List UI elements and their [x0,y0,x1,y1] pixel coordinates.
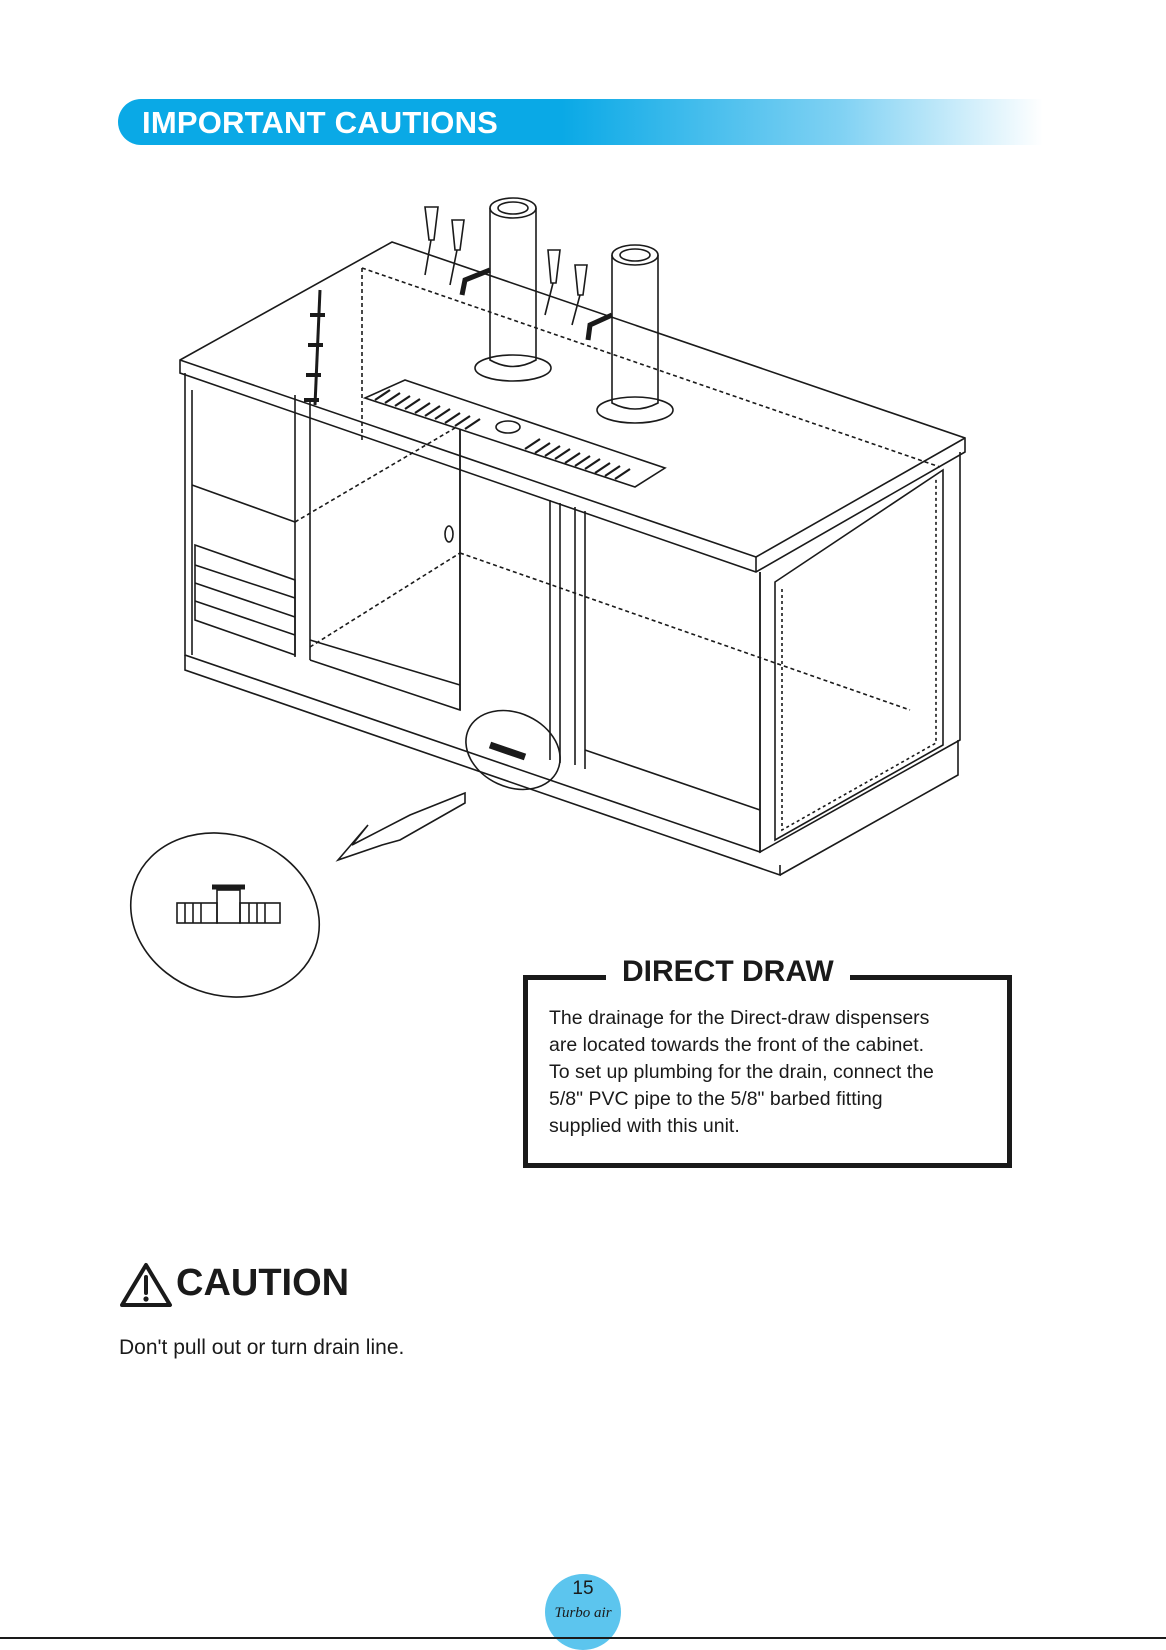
text-line: The drainage for the Direct-draw dispens… [549,1005,1004,1032]
warning-triangle-icon [118,1261,174,1309]
text-line: are located towards the front of the cab… [549,1032,1004,1059]
page-title: IMPORTANT CAUTIONS [142,103,498,143]
drain-callout [338,696,573,860]
direct-draw-description: The drainage for the Direct-draw dispens… [549,1005,1004,1140]
page-number: 15 [545,1578,621,1600]
brand-logo: Turbo air [545,1604,621,1622]
cabinet-body [180,242,965,875]
drain-fitting-icon [120,807,343,1023]
cabinet-illustration [120,185,1000,1055]
text-line: 5/8" PVC pipe to the 5/8" barbed fitting [549,1086,1004,1113]
caution-title: CAUTION [176,1258,349,1308]
text-line: supplied with this unit. [549,1113,1004,1140]
caution-text: Don't pull out or turn drain line. [119,1334,404,1362]
text-line: To set up plumbing for the drain, connec… [549,1059,1004,1086]
direct-draw-title: DIRECT DRAW [606,952,850,992]
